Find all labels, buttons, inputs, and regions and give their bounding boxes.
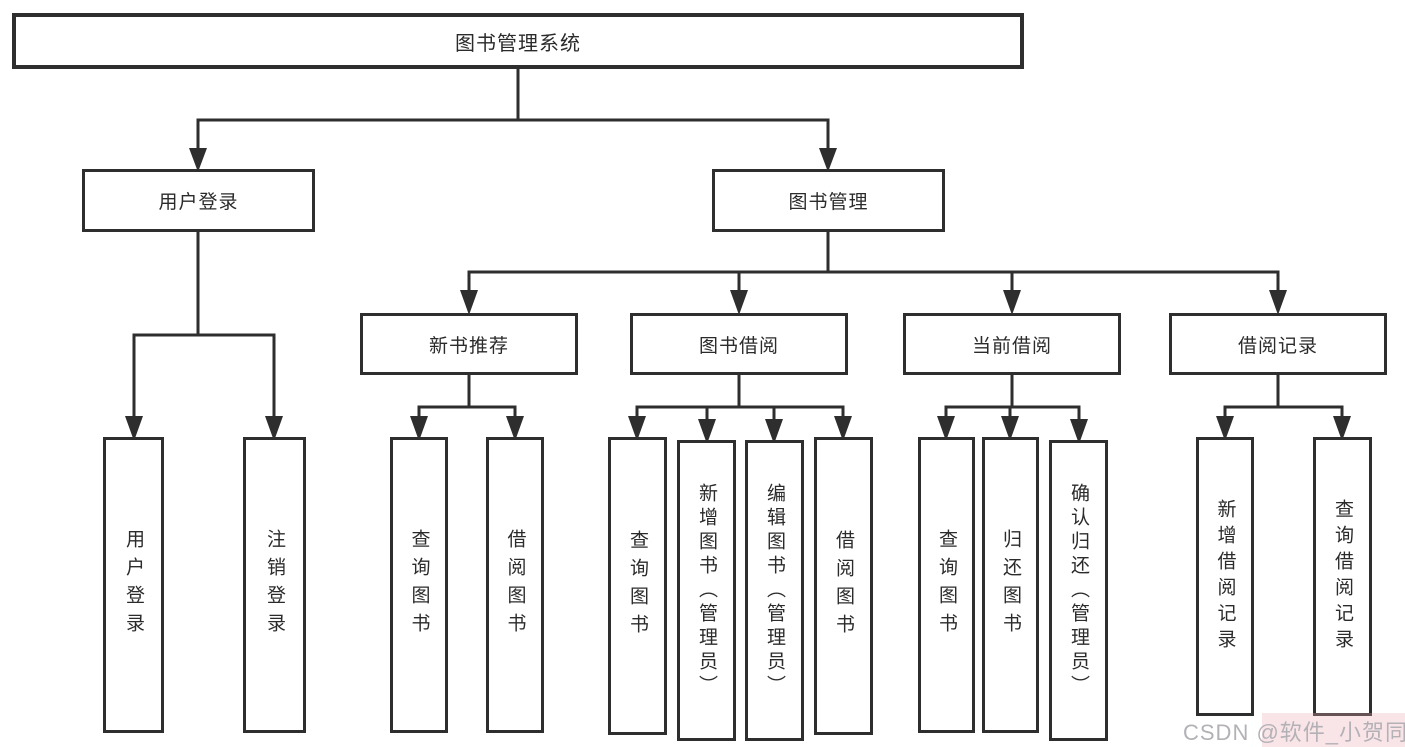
leaf-cb-query-books-label: 查询图书 xyxy=(936,529,957,641)
node-root-library-system: 图书管理系统 xyxy=(12,13,1024,69)
leaf-rec-borrow-books: 借阅图书 xyxy=(486,437,544,733)
leaf-bb-add-books-admin-label: 新增图书（管理员） xyxy=(696,482,717,699)
watermark-highlight xyxy=(1262,713,1405,747)
leaf-cb-return-books-label: 归还图书 xyxy=(1000,529,1021,641)
arrow-user-login xyxy=(189,148,207,172)
leaf-cb-confirm-return-admin-label: 确认归还（管理员） xyxy=(1068,482,1089,699)
edge-records-split xyxy=(1223,375,1344,418)
node-borrowing-records-label: 借阅记录 xyxy=(1237,335,1318,357)
leaf-bb-borrow-books-label: 借阅图书 xyxy=(833,530,854,642)
leaf-cb-query-books: 查询图书 xyxy=(918,437,975,733)
arrow-rec-query-books xyxy=(410,416,428,441)
arrow-rec-borrow-books xyxy=(506,416,524,441)
leaf-rec-query-books: 查询图书 xyxy=(390,437,448,733)
arrow-book-borrowing xyxy=(730,290,748,315)
arrow-book-management xyxy=(819,148,837,172)
arrow-leaf-logout xyxy=(265,416,283,441)
leaf-br-query-record-label: 查询借阅记录 xyxy=(1332,498,1353,655)
arrow-bb-borrow-books xyxy=(834,416,852,441)
node-new-book-recommendation-label: 新书推荐 xyxy=(428,335,509,357)
node-book-borrowing: 图书借阅 xyxy=(630,313,848,375)
arrow-bb-query-books xyxy=(628,416,646,441)
edge-current-split xyxy=(944,375,1081,421)
node-user-login: 用户登录 xyxy=(82,169,315,232)
arrow-br-query-record xyxy=(1333,416,1351,441)
leaf-cb-return-books: 归还图书 xyxy=(982,437,1039,733)
edge-user-login-split xyxy=(132,232,276,419)
arrow-current-borrowing xyxy=(1003,290,1021,315)
leaf-br-query-record: 查询借阅记录 xyxy=(1313,437,1372,716)
leaf-br-add-record-label: 新增借阅记录 xyxy=(1214,498,1236,655)
node-current-borrowing-label: 当前借阅 xyxy=(971,335,1052,357)
arrow-leaf-user-login xyxy=(125,416,143,441)
leaf-logout-login: 注销登录 xyxy=(243,437,306,733)
leaf-bb-query-books-label: 查询图书 xyxy=(627,530,648,642)
leaf-rec-query-books-label: 查询图书 xyxy=(408,529,430,641)
leaf-br-add-record: 新增借阅记录 xyxy=(1196,437,1254,716)
leaf-bb-edit-books-admin-label: 编辑图书（管理员） xyxy=(764,482,785,699)
leaf-user-login: 用户登录 xyxy=(103,437,164,733)
leaf-bb-borrow-books: 借阅图书 xyxy=(814,437,873,735)
csdn-watermark: CSDN @软件_小贺同学 xyxy=(1183,720,1405,745)
leaf-bb-edit-books-admin: 编辑图书（管理员） xyxy=(745,440,804,741)
edge-borrowing-split xyxy=(635,375,845,421)
node-new-book-recommendation: 新书推荐 xyxy=(360,313,578,375)
leaf-user-login-label: 用户登录 xyxy=(123,529,144,641)
node-borrowing-records: 借阅记录 xyxy=(1169,313,1387,375)
leaf-rec-borrow-books-label: 借阅图书 xyxy=(504,529,526,641)
leaf-bb-add-books-admin: 新增图书（管理员） xyxy=(677,440,736,741)
node-book-management-label: 图书管理 xyxy=(788,192,869,213)
node-current-borrowing: 当前借阅 xyxy=(903,313,1121,375)
arrow-cb-confirm-return xyxy=(1070,419,1088,444)
edge-book-management-split xyxy=(467,232,1280,292)
leaf-bb-query-books: 查询图书 xyxy=(608,437,667,735)
arrow-new-book-recommendation xyxy=(460,290,478,315)
arrow-bb-add-books xyxy=(698,419,716,444)
arrow-cb-return-books xyxy=(1001,416,1019,441)
arrow-borrowing-records xyxy=(1269,290,1287,315)
leaf-logout-login-label: 注销登录 xyxy=(264,529,285,641)
arrow-bb-edit-books xyxy=(765,419,783,444)
node-root-label: 图书管理系统 xyxy=(455,32,581,55)
node-book-management: 图书管理 xyxy=(712,169,945,232)
edge-root-split xyxy=(196,69,830,151)
node-user-login-label: 用户登录 xyxy=(158,192,239,213)
arrow-br-add-record xyxy=(1216,416,1234,441)
edge-recommendation-split xyxy=(417,375,517,418)
leaf-cb-confirm-return-admin: 确认归还（管理员） xyxy=(1049,440,1108,741)
node-book-borrowing-label: 图书借阅 xyxy=(698,335,779,357)
arrow-cb-query-books xyxy=(937,416,955,441)
